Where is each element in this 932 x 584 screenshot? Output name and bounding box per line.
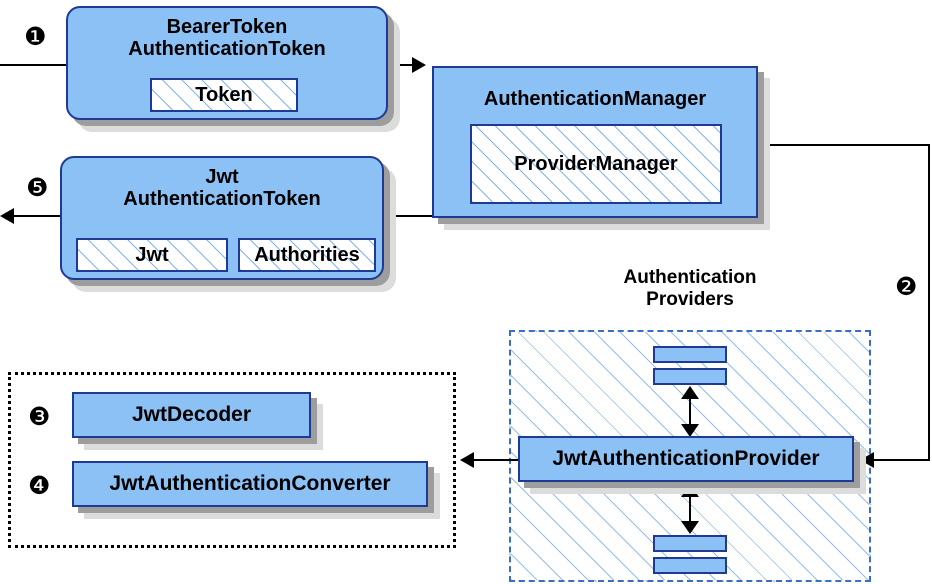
arrowhead-response-out [0,208,14,224]
connector-manager-right [758,144,930,146]
providers-title-line-2: Providers [646,288,734,310]
step-marker-1: ❶ [24,22,47,51]
chip-provider-manager: ProviderManager [470,124,722,204]
provider-placeholder-bar-bottom-1 [653,535,727,552]
connector-manager-to-provider [868,459,930,461]
step-marker-3: ❸ [28,402,51,431]
step-marker-4: ❹ [28,471,51,500]
connector-provider-to-components [474,459,520,461]
connector-response-out [14,215,72,217]
connector-request-in [0,64,70,66]
step-marker-5: ❺ [26,173,49,202]
arrowhead-provider-up-lower [681,484,699,497]
connector-provider-down-shaft [689,487,691,531]
connector-manager-down [928,144,930,461]
node-jwt-authentication-converter[interactable]: JwtAuthenticationConverter [72,461,428,507]
chip-authorities-label: Authorities [254,243,360,266]
arrowhead-bearer-to-manager [412,57,426,73]
bearer-token-line-2: AuthenticationToken [128,38,326,61]
jwt-authentication-provider-label: JwtAuthenticationProvider [552,447,820,471]
jwt-token-line-1: Jwt [205,166,239,188]
chip-authorities: Authorities [238,238,376,272]
arrowhead-provider-up [681,386,699,399]
providers-title-line-1: Authentication [623,267,757,288]
provider-placeholder-bar-top-1 [653,346,727,363]
chip-token: Token [150,78,298,112]
arrowhead-manager-to-provider [860,452,874,468]
authentication-providers-title: Authentication Providers [560,267,820,310]
arrowhead-provider-to-components [460,452,474,468]
chip-provider-manager-label: ProviderManager [514,152,678,175]
authentication-manager-label: AuthenticationManager [483,88,707,110]
chip-jwt-label: Jwt [135,243,169,266]
step-marker-2: ❷ [895,272,918,301]
jwt-decoder-label: JwtDecoder [131,403,252,427]
jwt-authentication-converter-label: JwtAuthenticationConverter [109,472,391,496]
arrowhead-provider-down [681,521,699,534]
node-jwt-decoder[interactable]: JwtDecoder [72,392,311,438]
bearer-token-line-1: BearerToken [166,16,288,38]
connector-provider-up-shaft [689,389,691,433]
connector-manager-to-jwt-token [384,215,432,217]
node-jwt-authentication-provider[interactable]: JwtAuthenticationProvider [518,436,854,482]
connector-bearer-to-manager [388,64,424,66]
provider-placeholder-bar-bottom-2 [653,557,727,574]
chip-jwt: Jwt [76,238,228,272]
arrowhead-provider-down-upper [681,424,699,437]
chip-token-label: Token [195,83,253,106]
jwt-components-group [8,372,456,548]
jwt-token-line-2: AuthenticationToken [123,188,321,211]
provider-placeholder-bar-top-2 [653,368,727,385]
